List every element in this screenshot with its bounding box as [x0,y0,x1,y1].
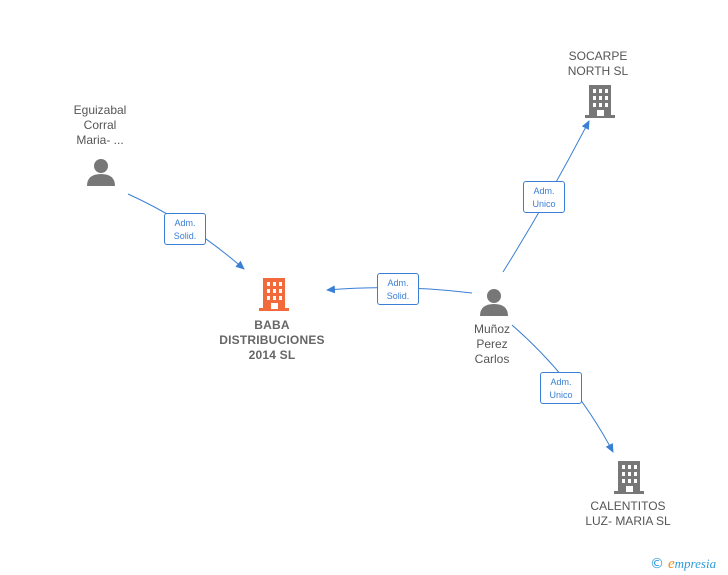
brand-logo[interactable]: empresia [668,556,716,573]
building-icon[interactable] [614,461,644,494]
edge-label-line: Unico [549,390,573,400]
copyright-icon: © [650,556,664,572]
brand-logo-initial: e [668,555,675,572]
node-label-socarpe[interactable]: SOCARPE NORTH SL [553,49,643,79]
node-label-line: Corral [83,118,117,132]
edge-label-line: Unico [532,199,556,209]
node-label-eguizabal[interactable]: Eguizabal Corral Maria- ... [55,103,145,148]
person-icon[interactable] [87,159,115,186]
node-label-line: Carlos [474,352,510,366]
edge-label-munoz-socarpe[interactable]: Adm. Unico [523,181,565,213]
node-label-line: CALENTITOS [590,499,666,513]
edge-label-line: Adm. [387,278,409,288]
node-label-line: DISTRIBUCIONES [219,333,325,347]
node-label-calentitos[interactable]: CALENTITOS LUZ- MARIA SL [573,499,683,529]
node-label-munoz[interactable]: Muñoz Perez Carlos [452,322,532,367]
node-label-line: 2014 SL [248,348,296,362]
person-icon[interactable] [480,289,508,316]
node-label-line: SOCARPE [568,49,628,63]
edge-label-line: Adm. [550,377,572,387]
edge-label-munoz-calentitos[interactable]: Adm. Unico [540,372,582,404]
edge-label-line: Solid. [386,291,410,301]
node-label-line: LUZ- MARIA SL [585,514,671,528]
node-label-line: Perez [476,337,508,351]
edge-label-line: Adm. [174,218,196,228]
node-label-line: NORTH SL [567,64,629,78]
building-icon[interactable] [585,85,615,118]
node-label-line: BABA [254,318,290,332]
edge-label-line: Adm. [533,186,555,196]
edge-label-line: Solid. [173,231,197,241]
brand-logo-rest: mpresia [674,555,717,571]
edge-label-eguizabal-baba[interactable]: Adm. Solid. [164,213,206,245]
node-label-line: Muñoz [473,322,511,336]
footer-branding: © empresia [650,555,716,573]
edge-label-munoz-baba[interactable]: Adm. Solid. [377,273,419,305]
node-label-line: Eguizabal [73,103,127,117]
node-label-baba[interactable]: BABA DISTRIBUCIONES 2014 SL [207,318,337,363]
building-icon[interactable] [259,278,289,311]
node-label-line: Maria- ... [76,133,124,147]
